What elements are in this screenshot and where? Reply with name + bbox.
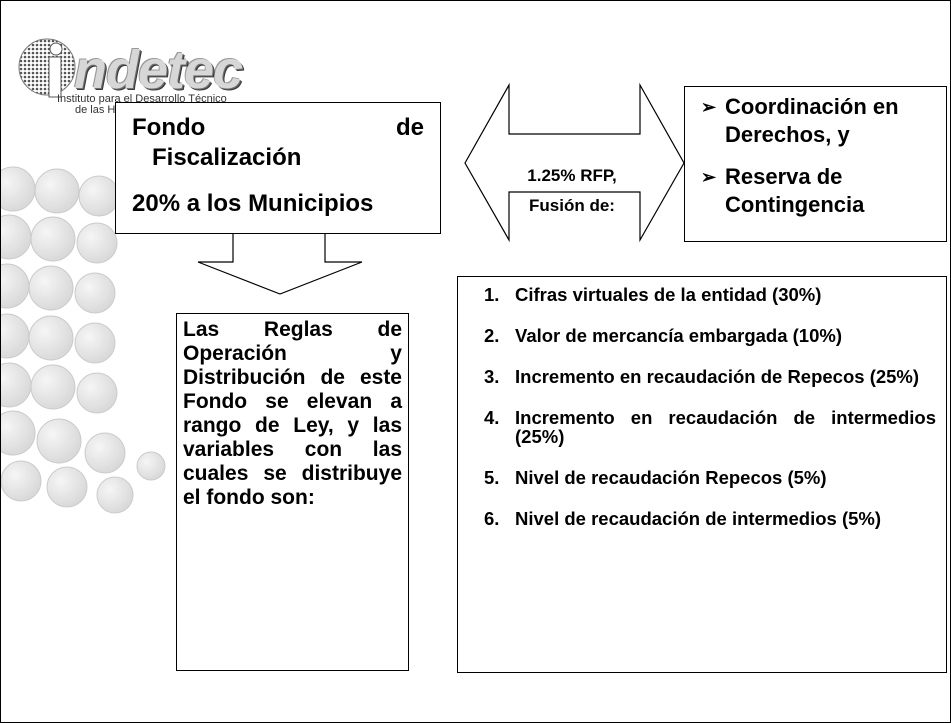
arrow-label: 1.25% RFP, Fusión de: [502,161,642,221]
arrow-label-line1: 1.25% RFP, [527,166,617,185]
fondo-title-word2: de [395,114,424,141]
fondo-fiscalizacion-box: Fondo de Fiscalización 20% a los Municip… [115,102,441,234]
variable-number: 6. [484,508,500,529]
reglas-text: Las Reglas de Operación y Distribución d… [183,318,402,509]
logo-wordmark: ndetec [74,40,243,100]
reserva-item: ➢ Reserva de Contingencia [701,163,934,219]
reserva-item-text: Reserva de Contingencia [725,164,865,217]
coordinacion-item-text: Coordinación en Derechos, y [725,94,899,147]
variable-list-item: 6. Nivel de recaudación de intermedios (… [484,509,936,528]
variable-number: 3. [484,366,500,387]
variable-text: Incremento en recaudación de Repecos (25… [515,366,920,387]
variable-text: Incremento en recaudación de intermedios… [515,407,936,447]
variable-text: Valor de mercancía embargada (10%) [515,325,842,346]
variable-list-item: 1. Cifras virtuales de la entidad (30%) [484,285,936,304]
fondo-municipios-text: 20% a los Municipios [132,190,374,217]
fondo-title-word1: Fondo [132,114,206,141]
arrow-bullet-icon: ➢ [701,97,717,117]
coordinacion-item: ➢ Coordinación en Derechos, y [701,93,934,149]
variable-number: 2. [484,325,500,346]
indetec-logo: ndetec Instituto para el Desarrollo Técn… [18,31,264,116]
arrow-label-line2: Fusión de: [529,196,615,215]
variables-list-box: 1. Cifras virtuales de la entidad (30%) … [457,276,947,673]
coordinacion-box: ➢ Coordinación en Derechos, y ➢ Reserva … [684,86,947,242]
variable-text: Cifras virtuales de la entidad (30%) [515,284,822,305]
variable-list-item: 5. Nivel de recaudación Repecos (5%) [484,468,936,487]
variable-number: 4. [484,407,500,428]
variable-list-item: 4. Incremento en recaudación de intermed… [484,408,936,446]
variable-list-item: 2. Valor de mercancía embargada (10%) [484,326,936,345]
down-arrow-shape [197,233,363,295]
variable-text: Nivel de recaudación Repecos (5%) [515,467,827,488]
reglas-operacion-box: Las Reglas de Operación y Distribución d… [176,313,409,671]
fondo-title-line2: Fiscalización [152,144,302,171]
variable-list-item: 3. Incremento en recaudación de Repecos … [484,367,936,386]
variable-number: 5. [484,467,500,488]
logo-dotted-circle-icon [18,38,76,98]
arrow-bullet-icon: ➢ [701,167,717,187]
variable-text: Nivel de recaudación de intermedios (5%) [515,508,881,529]
variable-number: 1. [484,284,500,305]
